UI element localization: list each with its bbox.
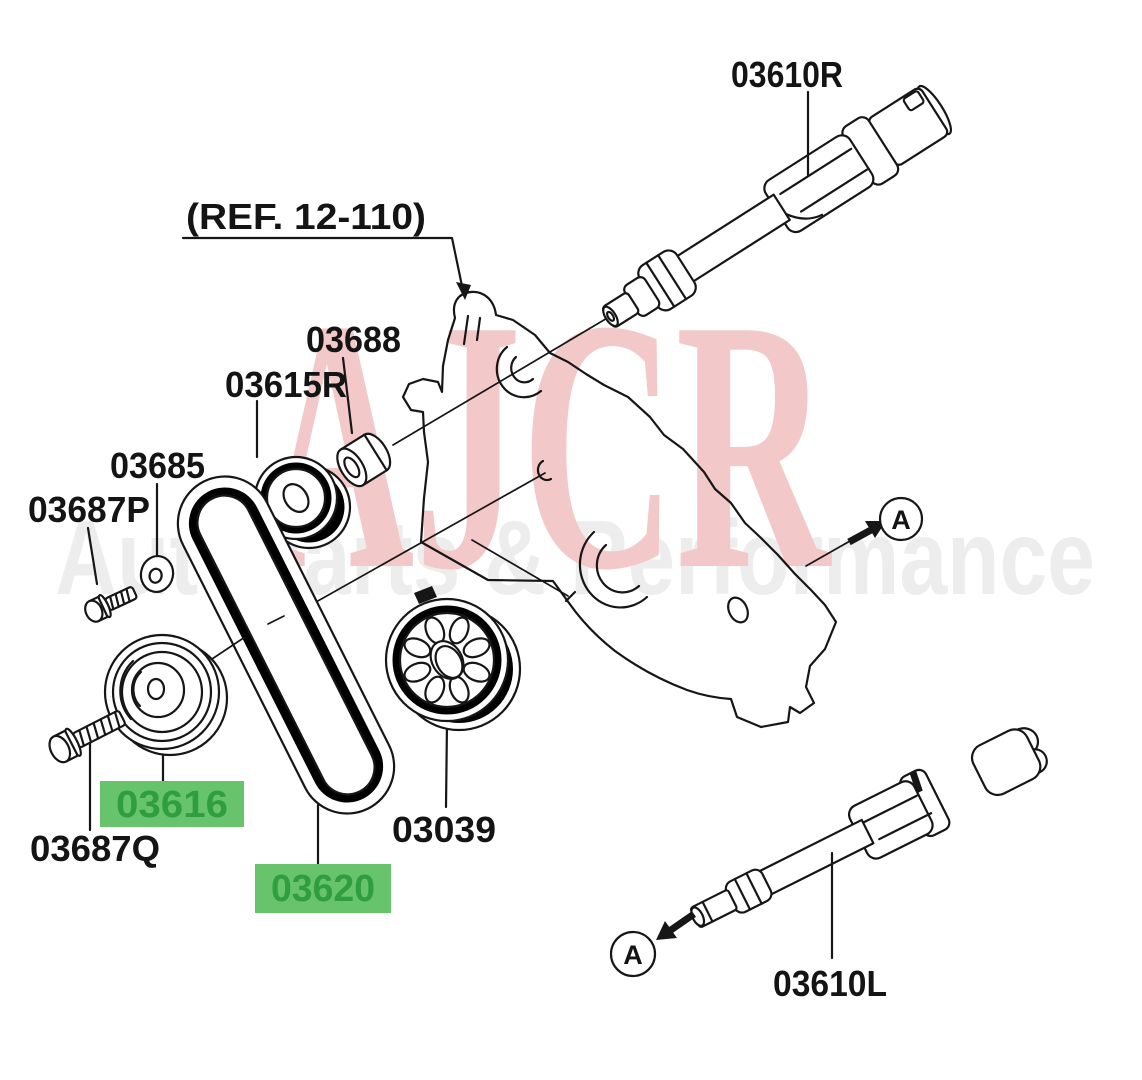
view-marker-a-bottom: A <box>609 911 696 978</box>
view-marker-a-top: A <box>805 496 924 567</box>
balance-shaft-right-drawing <box>601 84 952 328</box>
part-label-03685: 03685 <box>110 445 205 486</box>
view-arrow-bottom <box>656 921 677 940</box>
highlight-03620[interactable]: 03620 <box>255 864 391 913</box>
part-label-03687P: 03687P <box>28 489 150 530</box>
ref-callout <box>181 236 471 300</box>
highlight-box-03616[interactable] <box>100 781 244 827</box>
view-marker-letter-top: A <box>891 505 911 535</box>
part-label-03610L: 03610L <box>773 963 887 1004</box>
balance-shaft-left-drawing <box>690 727 1048 928</box>
highlight-03616[interactable]: 03616 <box>100 781 244 827</box>
part-link-03616[interactable]: 03616 <box>116 784 228 826</box>
bolt-drawing-03687Q <box>48 710 126 764</box>
part-label-03615R: 03615R <box>225 364 347 405</box>
part-label-03688: 03688 <box>306 319 401 360</box>
front-case-drawing <box>401 290 838 729</box>
highlight-box-03620[interactable] <box>255 864 391 913</box>
part-label-03039: 03039 <box>392 809 496 850</box>
part-label-03687Q: 03687Q <box>30 828 160 869</box>
timing-belt-drawing <box>176 475 396 815</box>
part-link-03620[interactable]: 03620 <box>271 868 375 910</box>
leader-lines <box>86 90 834 960</box>
ref-label: (REF. 12-110) <box>186 196 426 237</box>
assembly-axis-lines <box>315 316 610 603</box>
bolt-drawing-03687P <box>84 586 138 623</box>
axis-line-fragments <box>211 615 285 660</box>
ref-arrowhead <box>456 282 471 300</box>
spacer-drawing <box>336 432 392 488</box>
tensioner-pulley-drawing <box>103 633 229 757</box>
washer-drawing <box>139 554 175 594</box>
view-marker-letter-bottom: A <box>623 940 643 970</box>
part-label-03610R: 03610R <box>731 54 843 95</box>
sprocket-drawing <box>384 586 522 732</box>
